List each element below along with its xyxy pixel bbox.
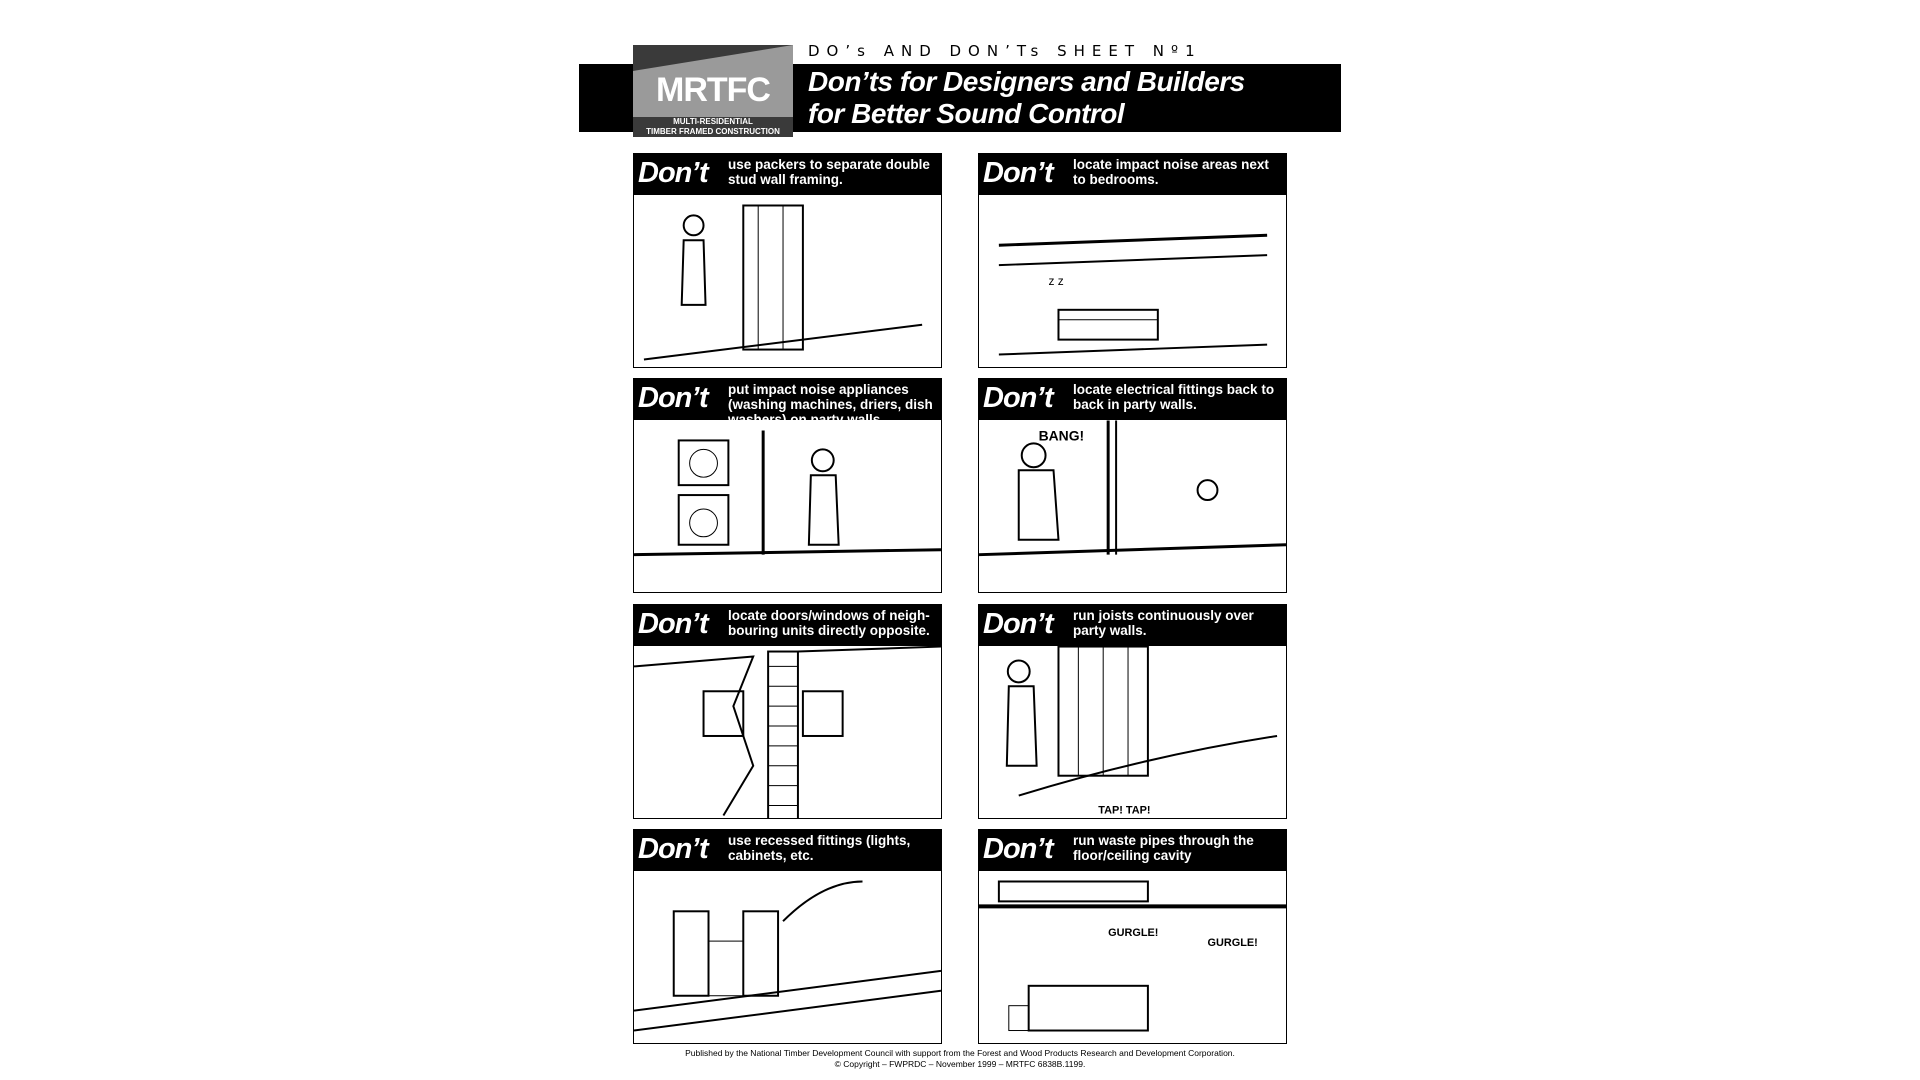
svg-text:GURGLE!: GURGLE! bbox=[1208, 937, 1258, 949]
panel-illustration bbox=[634, 646, 941, 818]
dont-panel: Don’t locate electrical fittings back to … bbox=[978, 378, 1287, 593]
panel-caption: run waste pipes through the floor/ceilin… bbox=[1073, 833, 1254, 863]
panel-illustration: z z bbox=[998, 233, 1268, 356]
panel-header: Don’t put impact noise appliances (washin… bbox=[634, 379, 941, 427]
panel-header: Don’t locate doors/windows of neigh-bouri… bbox=[634, 605, 941, 646]
panel-illustration: TAP! TAP! bbox=[1005, 646, 1278, 816]
panel-illustration bbox=[634, 430, 941, 557]
sheet-number: DO’s AND DON’Ts SHEET Nº1 bbox=[808, 42, 1202, 60]
panel-header: Don’t use packers to separate double stud… bbox=[634, 154, 941, 195]
dont-panel: Don’t run waste pipes through the floor/c… bbox=[978, 829, 1287, 1044]
title-line-1: Don’ts for Designers and Builders bbox=[808, 66, 1245, 97]
panel-illustration: GURGLE! GURGLE! bbox=[979, 880, 1286, 1032]
title-line-2: for Better Sound Control bbox=[808, 98, 1125, 129]
panel-caption: put impact noise appliances (washing mac… bbox=[728, 382, 933, 427]
panel-caption: use recessed fittings (lights, cabinets,… bbox=[728, 833, 911, 863]
svg-text:TAP! TAP!: TAP! TAP! bbox=[1098, 804, 1150, 816]
dont-panel: Don’t run joists continuously over party … bbox=[978, 604, 1287, 819]
dont-label: Don’t bbox=[638, 157, 709, 189]
dont-label: Don’t bbox=[638, 608, 709, 640]
panel-caption: use packers to separate double stud wall… bbox=[728, 157, 930, 187]
panel-header: Don’t use recessed fittings (lights, cabi… bbox=[634, 830, 941, 871]
dont-label: Don’t bbox=[638, 382, 709, 414]
dont-panel: Don’t use recessed fittings (lights, cabi… bbox=[633, 829, 942, 1044]
panel-caption: run joists continuously over party walls… bbox=[1073, 608, 1254, 638]
panel-header: Don’t locate electrical fittings back to … bbox=[979, 379, 1286, 420]
publisher-note: Published by the National Timber Develop… bbox=[685, 1048, 1235, 1058]
dont-label: Don’t bbox=[983, 157, 1054, 189]
dont-label: Don’t bbox=[983, 382, 1054, 414]
dont-panel: Don’t put impact noise appliances (washin… bbox=[633, 378, 942, 593]
panel-caption: locate electrical fittings back to back … bbox=[1073, 382, 1275, 412]
logo-mark: MRTFC bbox=[656, 71, 771, 109]
panel-illustration: BANG! bbox=[979, 420, 1286, 557]
page-title: Don’ts for Designers and Builders for Be… bbox=[808, 66, 1245, 130]
panel-caption: locate doors/windows of neigh-bouring un… bbox=[728, 608, 930, 638]
dont-label: Don’t bbox=[638, 833, 709, 865]
dont-panel: Don’t locate impact noise areas next to b… bbox=[978, 153, 1287, 368]
panel-caption: locate impact noise areas next to bedroo… bbox=[1073, 157, 1269, 187]
panel-header: Don’t locate impact noise areas next to b… bbox=[979, 154, 1286, 195]
panel-header: Don’t run waste pipes through the floor/c… bbox=[979, 830, 1286, 871]
panel-illustration bbox=[634, 880, 941, 1032]
svg-text:BANG!: BANG! bbox=[1039, 427, 1085, 443]
dont-panel: Don’t locate doors/windows of neigh-bouri… bbox=[633, 604, 942, 819]
svg-text:z z: z z bbox=[1049, 274, 1064, 288]
dont-label: Don’t bbox=[983, 608, 1054, 640]
dont-panel: Don’t use packers to separate double stud… bbox=[633, 153, 942, 368]
panel-illustration bbox=[643, 204, 923, 361]
svg-text:GURGLE!: GURGLE! bbox=[1108, 927, 1158, 939]
dont-label: Don’t bbox=[983, 833, 1054, 865]
panel-header: Don’t run joists continuously over party … bbox=[979, 605, 1286, 646]
copyright-note: © Copyright – FWPRDC – November 1999 – M… bbox=[834, 1059, 1086, 1069]
